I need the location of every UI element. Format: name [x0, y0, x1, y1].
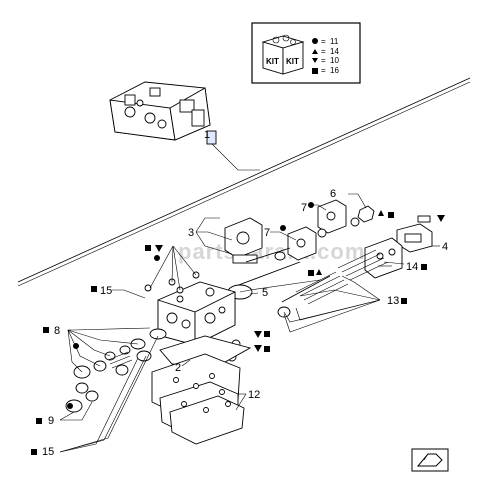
- square-marker-icon: [31, 449, 37, 455]
- kit-label-left: KIT: [266, 57, 279, 66]
- kit-markers: [31, 202, 445, 455]
- triangle-up-marker-icon: [316, 269, 322, 275]
- callout-9: 9: [48, 415, 54, 427]
- svg-text:=: =: [321, 56, 326, 65]
- callout-8: 8: [54, 325, 60, 337]
- square-symbol-icon: [312, 68, 318, 74]
- square-marker-icon: [145, 245, 151, 251]
- triangle-up-marker-icon: [378, 210, 384, 216]
- callout-1: 1: [204, 129, 210, 141]
- callout-4: 4: [442, 241, 448, 253]
- callout-14: 14: [406, 261, 418, 273]
- triangle-up-symbol-icon: [312, 49, 318, 54]
- kit-box-icon: [261, 34, 305, 75]
- callout-3: 3: [188, 227, 194, 239]
- square-marker-icon: [43, 327, 49, 333]
- watermark-text: partsgarant.com: [178, 239, 365, 264]
- circle-marker-icon: [308, 202, 314, 208]
- square-marker-icon: [388, 212, 394, 218]
- circle-marker-icon: [154, 255, 160, 261]
- square-marker-icon: [264, 331, 270, 337]
- leader-lines: [59, 193, 440, 453]
- callout-12: 12: [248, 389, 260, 401]
- svg-text:=: =: [321, 37, 326, 46]
- circle-marker-icon: [280, 225, 286, 231]
- plates-group: [151, 335, 252, 445]
- callout-7-upper: 7: [301, 202, 307, 214]
- callout-7-lower: 7: [264, 227, 270, 239]
- callout-5: 5: [262, 287, 268, 299]
- circle-symbol-icon: [312, 38, 318, 44]
- square-marker-icon: [401, 298, 407, 304]
- triangle-down-marker-icon: [254, 345, 262, 352]
- callout-15-upper: 15: [100, 285, 112, 297]
- valve-assembly-overview: [109, 81, 211, 141]
- circle-marker-icon: [67, 403, 73, 409]
- kit-label-right: KIT: [286, 57, 299, 66]
- spring-assembly: [227, 247, 389, 318]
- callout-2: 2: [175, 362, 181, 374]
- svg-text:=: =: [321, 66, 326, 75]
- circle-marker-icon: [73, 343, 79, 349]
- separator-line-lower: [17, 81, 471, 287]
- square-marker-icon: [421, 264, 427, 270]
- callout-6: 6: [330, 188, 336, 200]
- kit-circle-value: 11: [330, 37, 339, 46]
- separator-line-upper: [17, 77, 471, 283]
- kit-square-value: 16: [330, 66, 339, 75]
- highlight-marker-icon: [206, 130, 217, 145]
- triangle-down-marker-icon: [437, 215, 445, 222]
- kit-legend: KIT KIT = 11 = 14 = 10 = 16: [251, 22, 361, 84]
- square-marker-icon: [308, 270, 314, 276]
- triangle-down-marker-icon: [155, 245, 163, 252]
- next-page-arrow-icon[interactable]: [411, 448, 449, 472]
- square-marker-icon: [36, 418, 42, 424]
- valve-body: [157, 281, 236, 346]
- triangle-down-symbol-icon: [312, 58, 318, 63]
- square-marker-icon: [264, 346, 270, 352]
- kit-triangle-down-value: 10: [330, 56, 339, 65]
- callout-15-lower: 15: [42, 446, 54, 458]
- square-marker-icon: [91, 286, 97, 292]
- svg-text:=: =: [321, 47, 326, 56]
- triangle-down-marker-icon: [254, 331, 262, 338]
- callout-13: 13: [387, 295, 399, 307]
- kit-triangle-up-value: 14: [330, 47, 339, 56]
